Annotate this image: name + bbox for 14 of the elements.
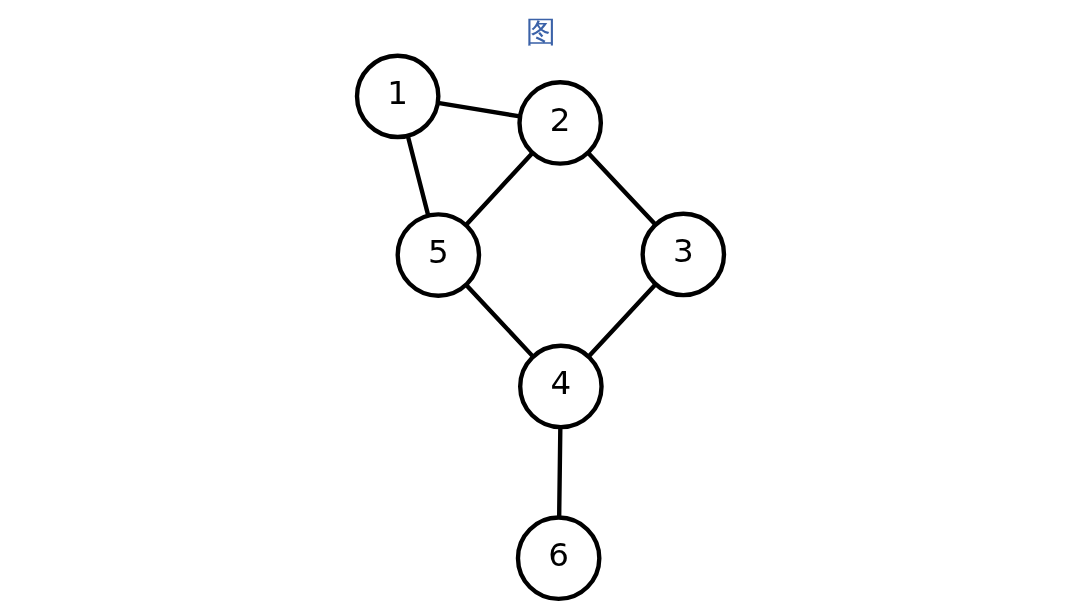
node-circle: 6	[515, 515, 601, 602]
node-circle: 4	[517, 343, 604, 430]
connector	[463, 151, 534, 227]
node-circle: 5	[395, 212, 481, 298]
node-circle: 3	[639, 211, 726, 298]
node-circle: 1	[354, 53, 441, 140]
connector	[405, 135, 430, 216]
connector	[437, 100, 520, 119]
connector	[464, 283, 535, 359]
node-circle: 2	[516, 80, 603, 166]
connector	[556, 427, 562, 518]
connector	[586, 282, 657, 358]
diagram-title: 图	[525, 14, 556, 50]
connector	[585, 151, 657, 227]
